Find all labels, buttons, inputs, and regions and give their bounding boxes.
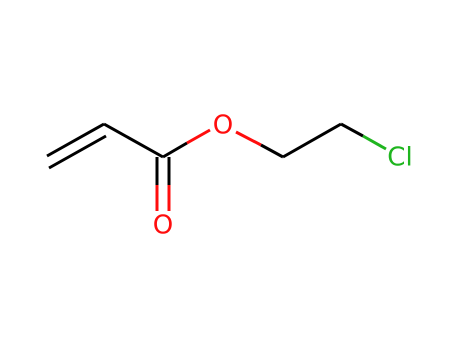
c-cl-bond-cl-side	[362, 134, 387, 151]
ester-oxygen-label: O	[213, 111, 233, 141]
carbonyl-oxygen-label: O	[153, 211, 173, 241]
ester-bond-o-side	[186, 128, 211, 145]
vinyl-bond-1	[46, 122, 105, 158]
alpha-bond	[103, 122, 164, 159]
vinyl-bond-2	[48, 134, 107, 170]
o-ch2-bond-o-side	[235, 130, 262, 147]
o-ch2-bond-c-side	[260, 143, 284, 159]
chlorine-label: Cl	[387, 143, 412, 173]
c-cl-bond-c-side	[340, 122, 364, 138]
ethyl-bond	[282, 122, 342, 159]
ester-bond-c-side	[162, 141, 188, 159]
